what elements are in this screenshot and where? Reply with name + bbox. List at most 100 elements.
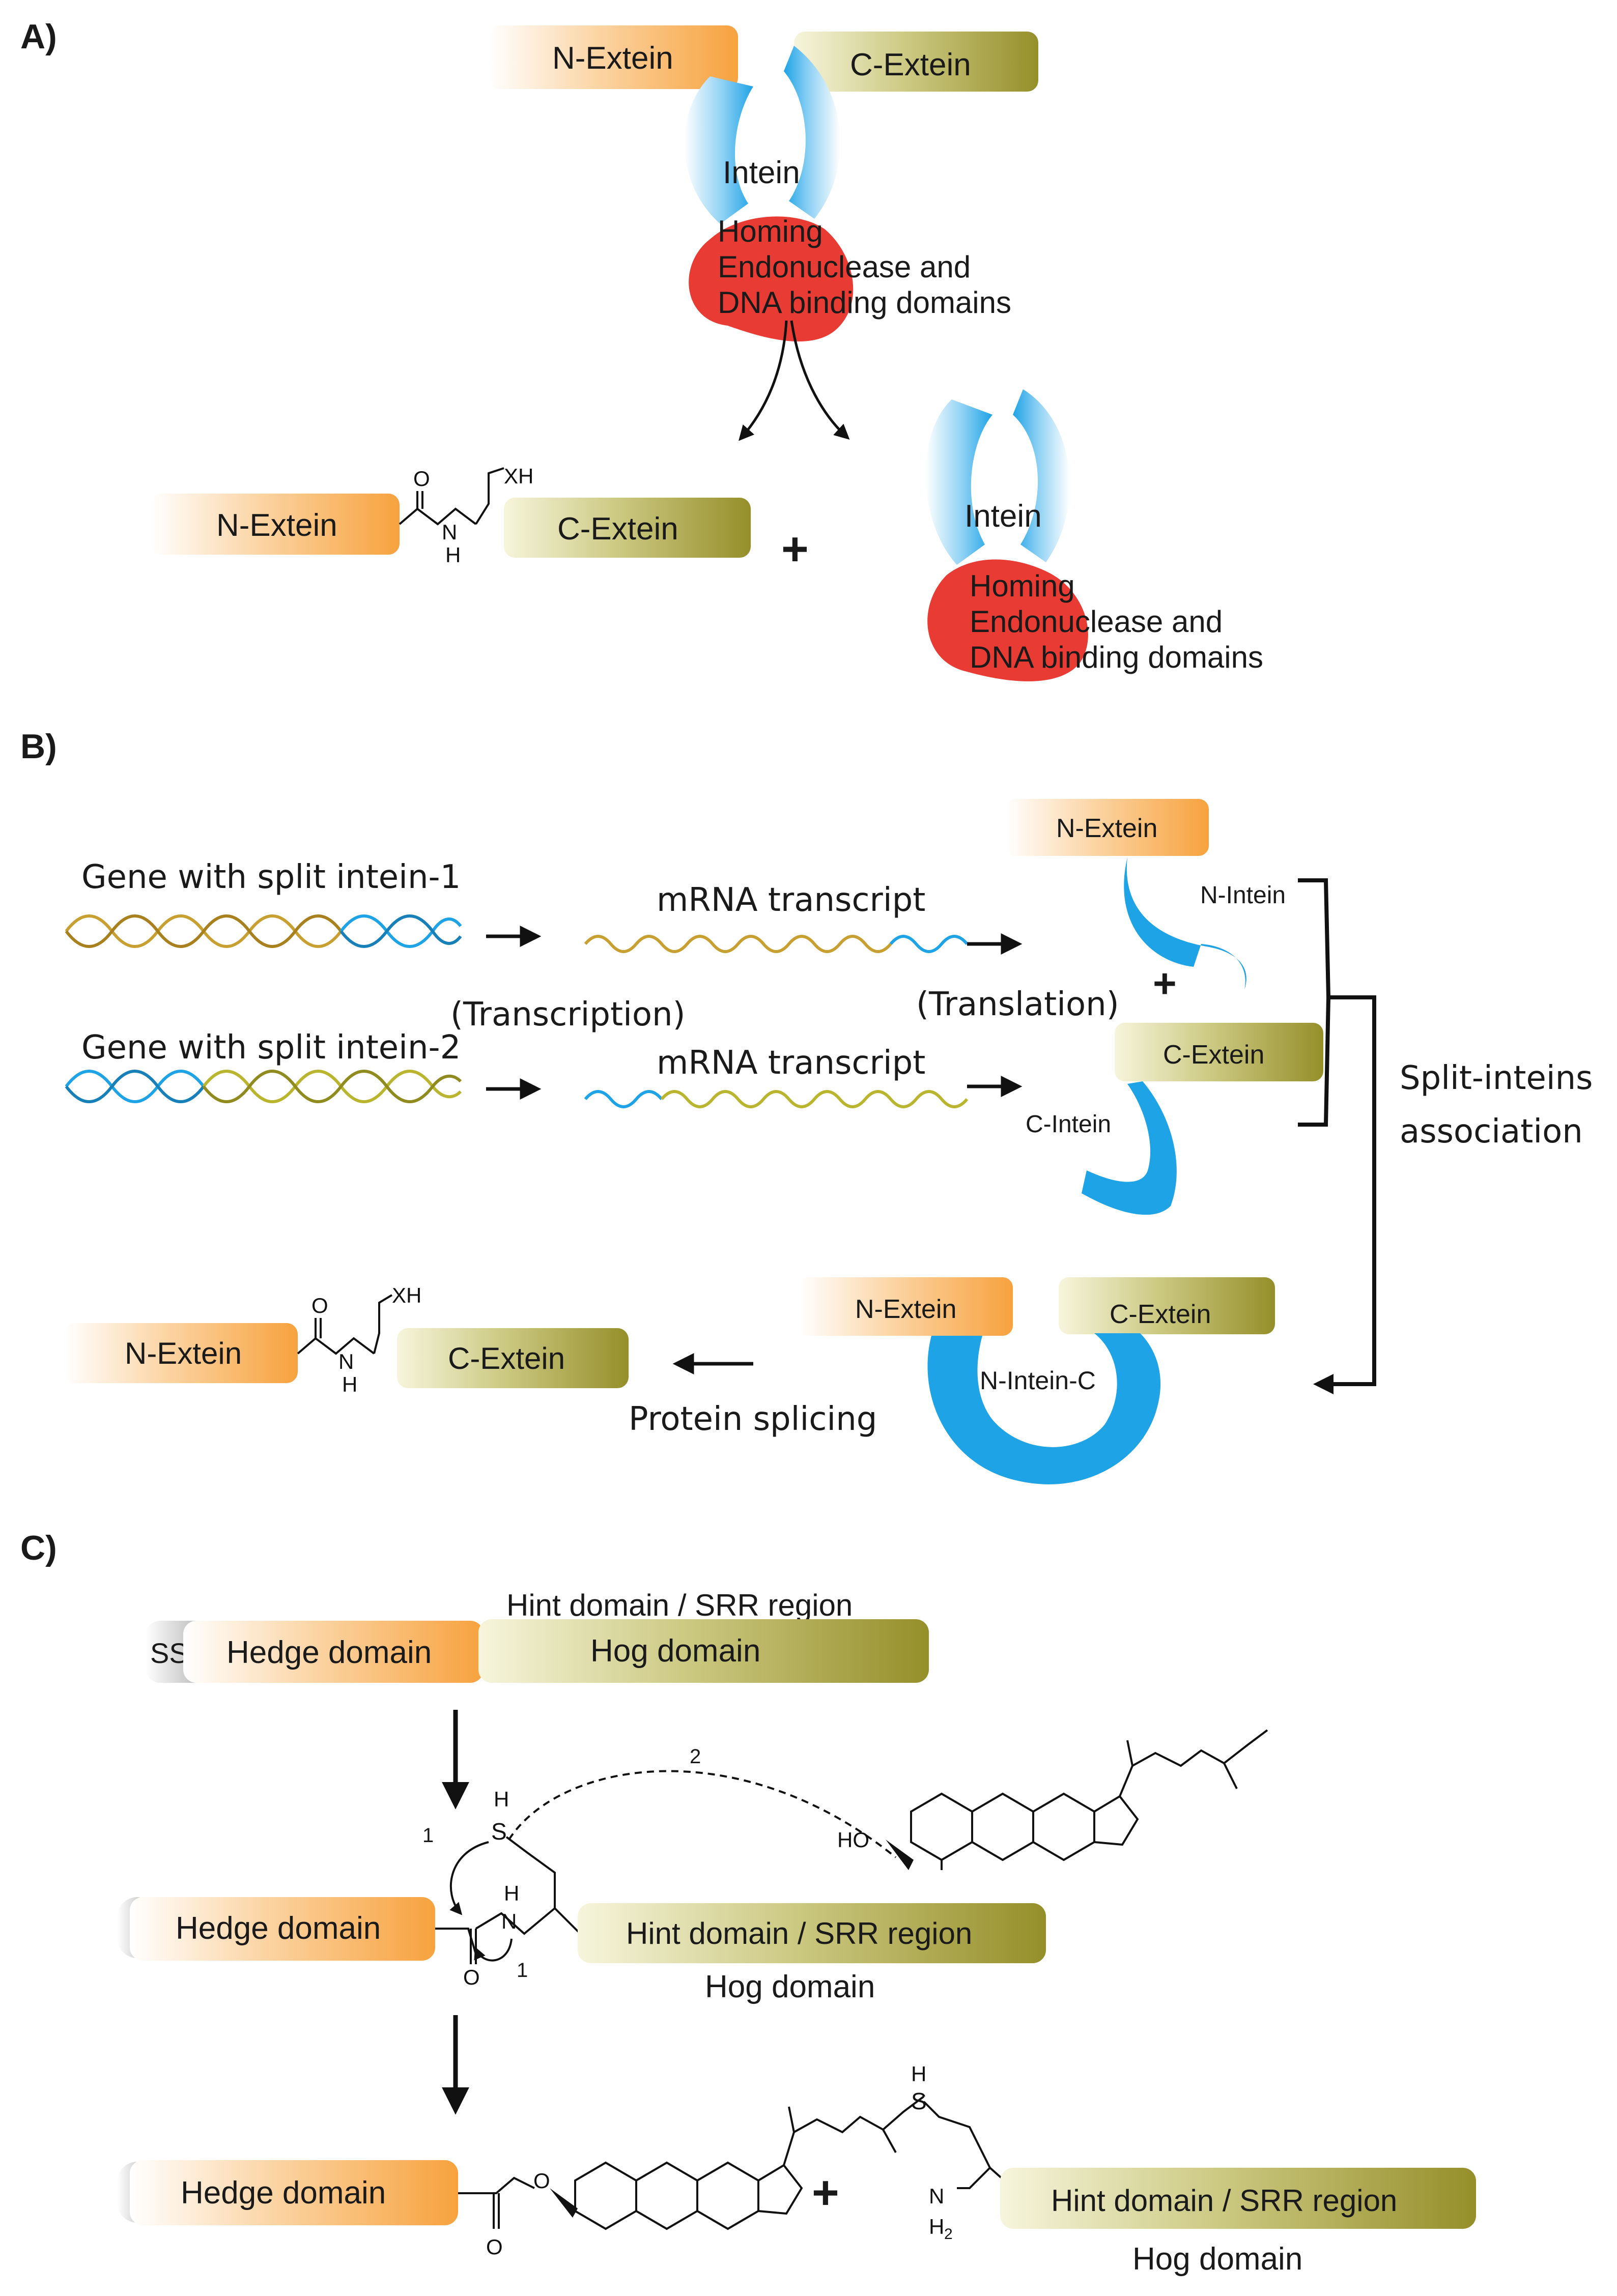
b-transcription-label: (Transcription) xyxy=(450,996,686,1034)
panel-a-label: A) xyxy=(20,17,57,56)
c-mechanism-arrows xyxy=(449,1770,897,1962)
a-split-arrow-left xyxy=(739,320,788,441)
b-n-extein-label: N-Extein xyxy=(1056,814,1157,843)
panel-b-label: B) xyxy=(20,727,57,766)
c-cholesterol-ester-structure xyxy=(574,2096,925,2230)
b-complex-n-extein-label: N-Extein xyxy=(855,1295,956,1324)
c-nh2-n: N xyxy=(929,2184,944,2208)
a-bond-h: H xyxy=(445,543,461,567)
c-hedge-label-2: Hedge domain xyxy=(176,1911,381,1946)
panel-c-label: C) xyxy=(20,1529,57,1567)
b-n-extein-box xyxy=(1005,799,1209,856)
b-c-extein-label: C-Extein xyxy=(1163,1040,1264,1070)
c-step-1a: 1 xyxy=(422,1824,434,1847)
b-spliced-c-extein-box xyxy=(397,1328,629,1388)
b-dna-gene-2 xyxy=(65,1070,462,1103)
a-free-intein-label: Intein xyxy=(964,499,1042,534)
c-ester-o-double: O xyxy=(486,2235,503,2259)
b-spliced-c-extein-label: C-Extein xyxy=(448,1341,565,1375)
c-thioester-structure xyxy=(435,1836,581,1964)
c-cys-s: S xyxy=(911,2088,927,2114)
a-free-homing-line-1: Homing xyxy=(970,569,1075,603)
b-protein-splicing-label: Protein splicing xyxy=(629,1400,877,1438)
b-dna-gene-1 xyxy=(65,914,462,948)
c-hint-srr-box-3 xyxy=(1000,2168,1476,2229)
b-bond-h: H xyxy=(342,1372,357,1396)
c-hedge-box-2 xyxy=(130,1897,435,1961)
b-n-intein-shape xyxy=(1124,857,1246,990)
a-split-arrow-right xyxy=(790,320,850,440)
a-plus-sign: + xyxy=(781,523,809,575)
c-hydroxyl-wedge xyxy=(886,1840,914,1870)
c-struct-h-n: H xyxy=(504,1881,519,1905)
b-translation-label: (Translation) xyxy=(916,986,1119,1023)
a-free-homing-domain xyxy=(927,559,1088,681)
a-product-n-extein-box xyxy=(150,494,400,555)
b-complex-c-extein-box xyxy=(1059,1277,1275,1334)
c-hog-label-2: Hog domain xyxy=(705,1969,875,2004)
c-hog-label-3: Hog domain xyxy=(1132,2242,1302,2277)
b-bond-xh: XH xyxy=(392,1283,421,1307)
a-free-intein-shape xyxy=(925,389,1070,565)
a-c-extein-label: C-Extein xyxy=(850,47,971,82)
b-association-bracket xyxy=(1298,878,1376,1386)
b-c-extein-box xyxy=(1115,1023,1323,1081)
c-cysteine-structure xyxy=(923,2101,1014,2189)
a-intein-shape xyxy=(684,46,840,224)
c-hedge-label-3: Hedge domain xyxy=(181,2175,386,2211)
b-complex-intein-label: N-Intein-C xyxy=(980,1366,1096,1395)
c-cholesterol-structure xyxy=(910,1729,1268,1870)
a-homing-line-3: DNA binding domains xyxy=(718,285,1011,320)
c-hint-srr-label-2: Hint domain / SRR region xyxy=(626,1916,972,1950)
a-product-c-extein-label: C-Extein xyxy=(557,511,678,547)
a-peptide-bond xyxy=(399,467,504,526)
a-n-extein-label: N-Extein xyxy=(552,41,673,76)
c-ester-o-single: O xyxy=(533,2169,550,2193)
b-spliced-n-extein-box xyxy=(64,1323,298,1383)
c-hog-label-1: Hog domain xyxy=(590,1633,760,1669)
a-free-homing-line-2: Endonuclease and xyxy=(970,605,1223,639)
b-mrna-2-label: mRNA transcript xyxy=(657,1044,925,1082)
a-c-extein-box xyxy=(794,32,1038,92)
b-complex-n-extein-box xyxy=(799,1277,1013,1336)
b-bond-o: O xyxy=(311,1294,328,1317)
b-complex-c-extein-label: C-Extein xyxy=(1110,1300,1211,1329)
c-struct-s: S xyxy=(491,1818,507,1845)
a-free-homing-line-3: DNA binding domains xyxy=(970,640,1263,674)
b-n-intein-label: N-Intein xyxy=(1200,882,1286,909)
b-association-arrow-head xyxy=(1313,1374,1334,1394)
c-plus-sign: + xyxy=(812,2167,839,2219)
c-nh2-h: H xyxy=(929,2215,944,2238)
a-n-extein-box xyxy=(489,25,738,89)
c-step-1b: 1 xyxy=(517,1959,528,1982)
c-nh2-sub: 2 xyxy=(944,2226,953,2243)
a-bond-n: N xyxy=(442,520,457,544)
b-association-line-2: association xyxy=(1400,1113,1583,1151)
b-mrna-2-wave xyxy=(660,1090,969,1108)
a-product-n-extein-label: N-Extein xyxy=(216,508,337,543)
c-hint-srr-label-3: Hint domain / SRR region xyxy=(1051,2184,1397,2218)
a-homing-domain xyxy=(689,216,854,342)
a-homing-line-1: Homing xyxy=(718,214,823,248)
c-ester-wedge xyxy=(550,2188,578,2218)
b-peptide-bond xyxy=(297,1294,393,1355)
b-spliced-n-extein-label: N-Extein xyxy=(125,1336,242,1370)
c-hog-box-1 xyxy=(478,1619,929,1683)
a-bond-xh: XH xyxy=(504,464,533,488)
c-struct-n: N xyxy=(501,1909,517,1933)
a-intein-label: Intein xyxy=(723,155,800,190)
c-cys-h: H xyxy=(911,2062,926,2086)
b-c-intein-shape xyxy=(1082,1081,1177,1215)
b-bond-n: N xyxy=(338,1350,354,1373)
c-step-2: 2 xyxy=(690,1745,701,1768)
b-mrna-1-label: mRNA transcript xyxy=(657,881,925,919)
b-mrna-1-wave xyxy=(584,935,892,953)
c-hint-srr-box-2 xyxy=(578,1903,1046,1963)
b-complex-intein-shape xyxy=(927,1333,1161,1484)
c-hedge-box-3 xyxy=(130,2160,458,2225)
b-c-intein-label: C-Intein xyxy=(1026,1111,1111,1138)
a-bond-o: O xyxy=(413,467,430,491)
c-ss-label: SS xyxy=(150,1637,188,1669)
c-struct-h-s: H xyxy=(494,1787,509,1811)
